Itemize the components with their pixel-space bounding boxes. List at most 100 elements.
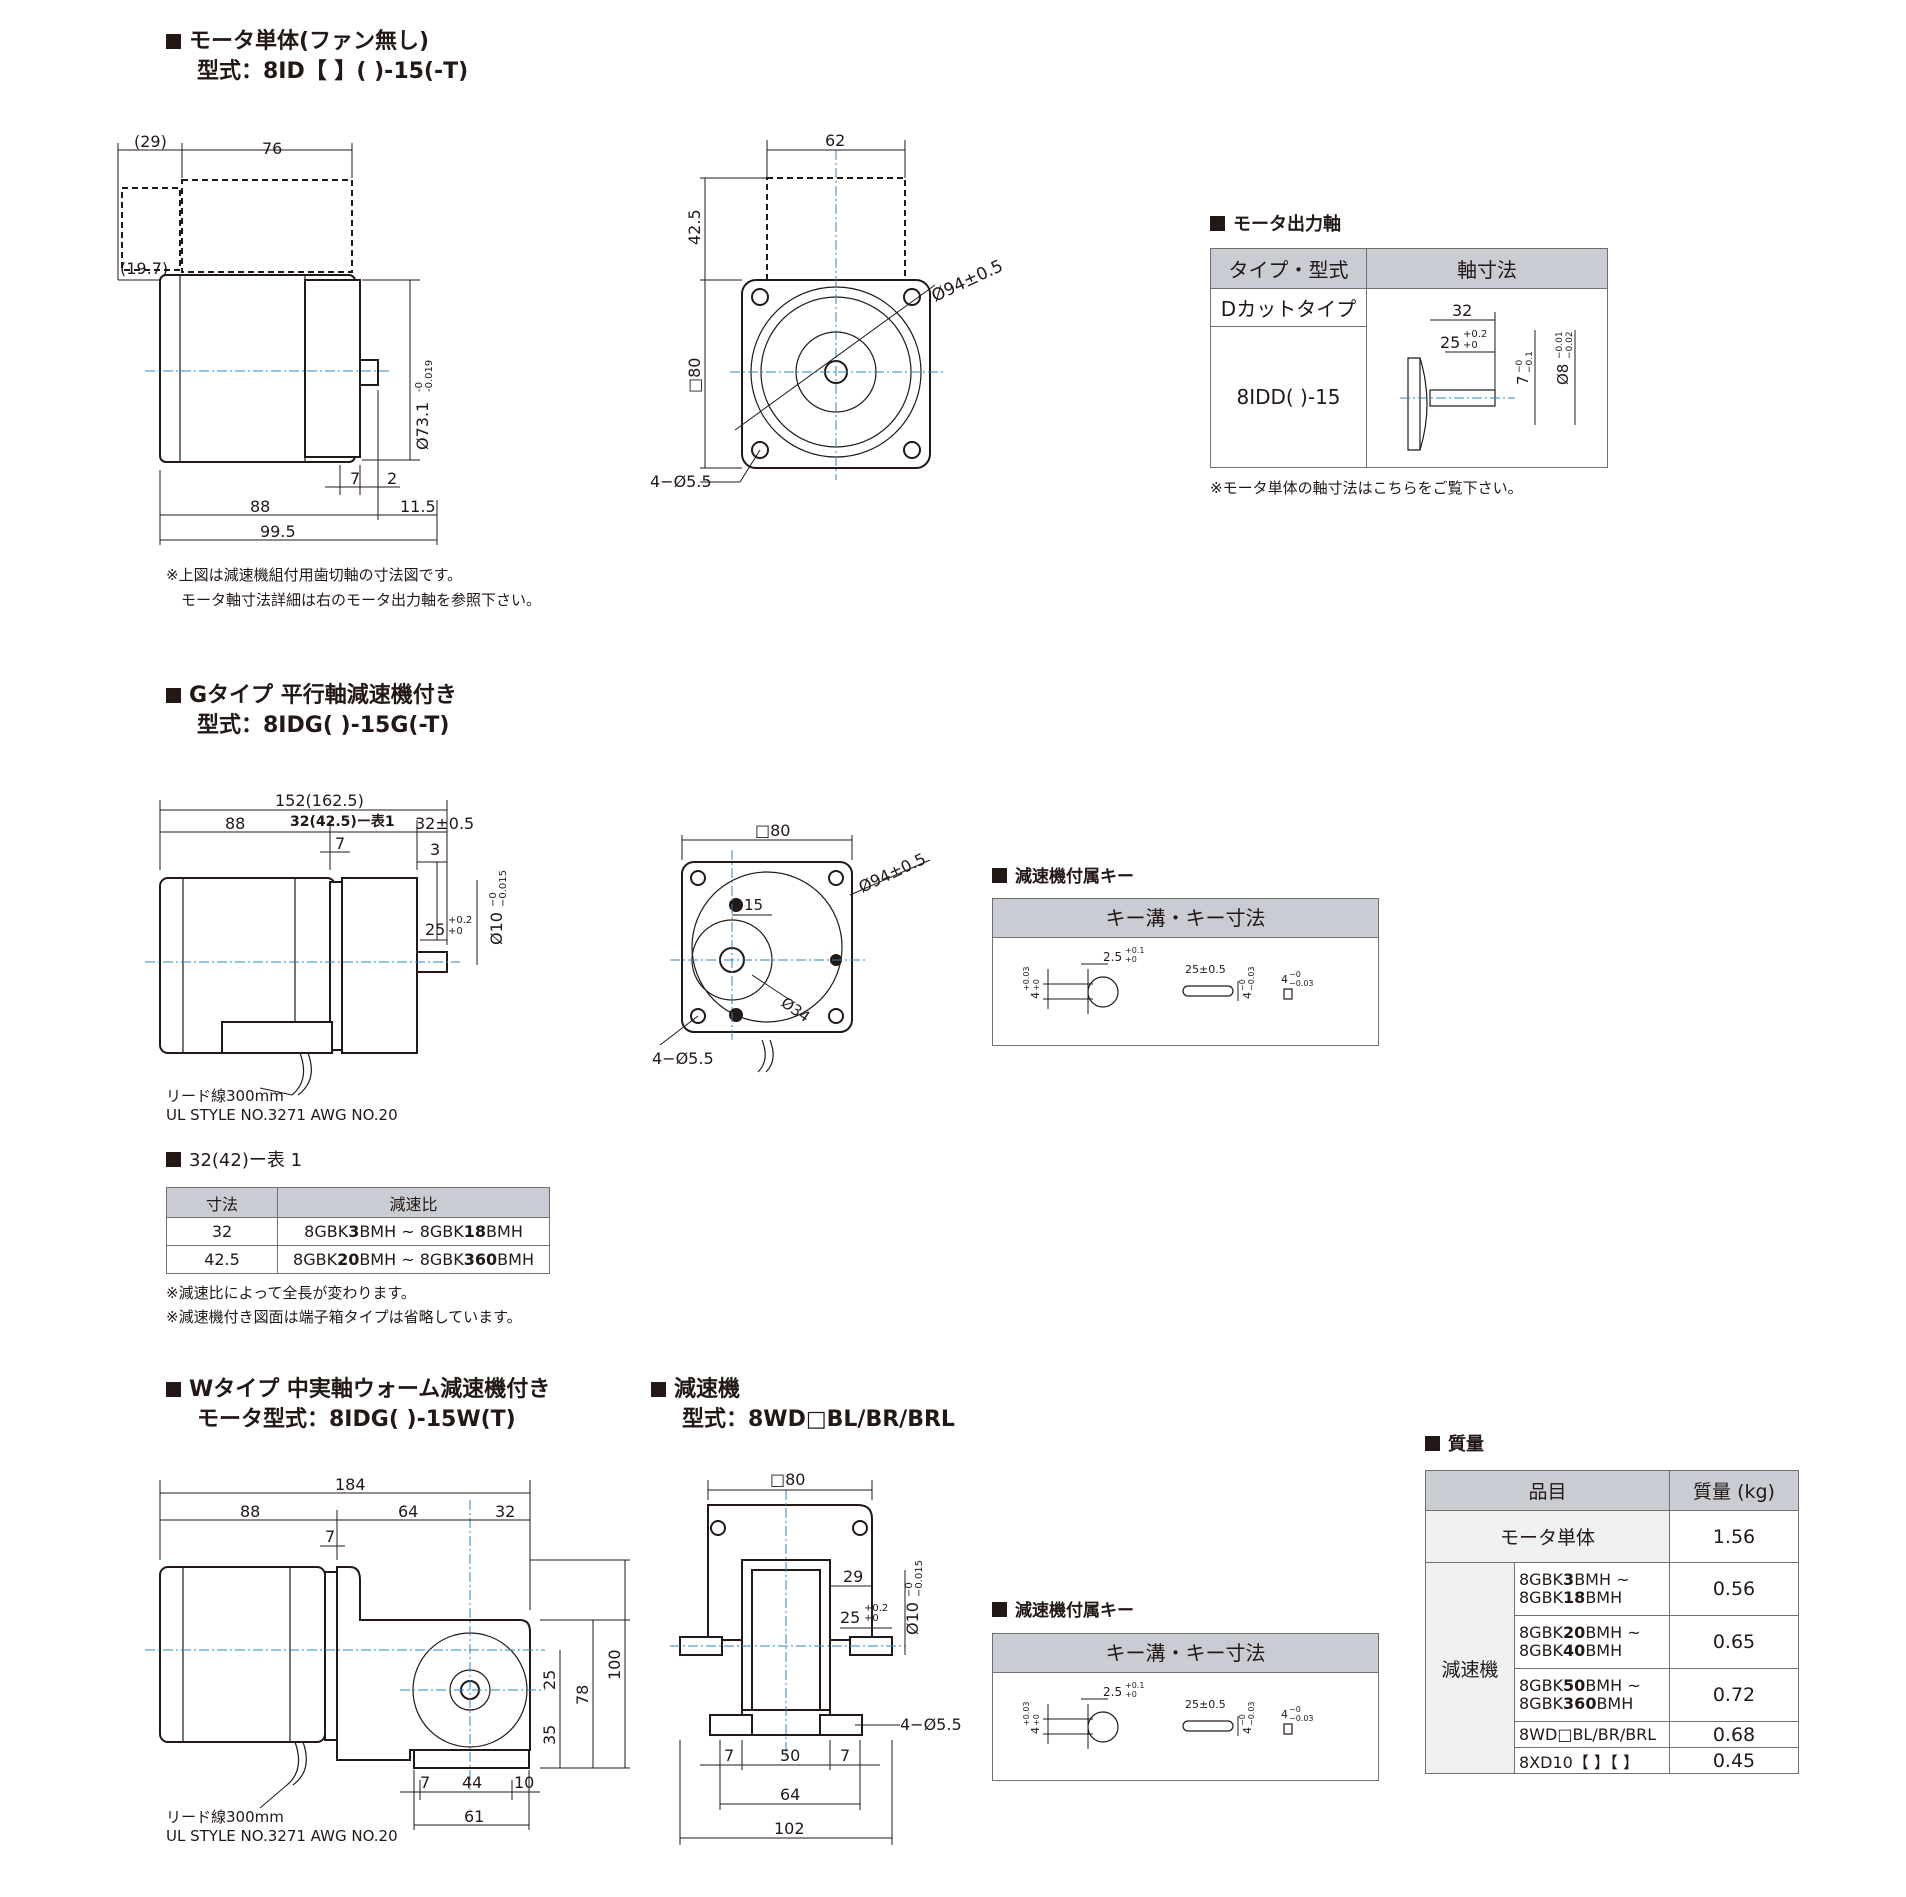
shaft-col-type: タイプ・型式 bbox=[1210, 248, 1367, 289]
r-dim-10-lo: −0.015 bbox=[914, 1560, 925, 1597]
w-lead-wire-2: UL STYLE NO.3271 AWG NO.20 bbox=[166, 1827, 398, 1845]
dim-73-1: Ø73.1 bbox=[413, 402, 432, 450]
g-front-dim-94: Ø94±0.5 bbox=[856, 849, 929, 897]
r-dim-80: □80 bbox=[770, 1470, 805, 1489]
mass-wd-label: 8WD□BL/BR/BRL bbox=[1514, 1721, 1670, 1748]
r-dim-10-up: −0 bbox=[904, 1582, 915, 1597]
mass-xd-value: 0.45 bbox=[1669, 1747, 1799, 1774]
w-motor-body bbox=[159, 1566, 326, 1743]
section-g-model: 型式：8IDG( )-15G(-T) bbox=[197, 713, 450, 738]
section-g-title: Gタイプ 平行軸減速機付き bbox=[166, 682, 457, 710]
dim-19-7: (19.7) bbox=[120, 259, 168, 278]
r-dim-64: 64 bbox=[780, 1785, 800, 1804]
motor-note-1: ※上図は減速機組付用歯切軸の寸法図です。 bbox=[166, 566, 463, 584]
section-reducer-title-text: 減速機 bbox=[674, 1377, 741, 1402]
g-dim-10-up: −0 bbox=[488, 892, 499, 907]
g-dim-32-table: 32(42.5)ー表1 bbox=[290, 813, 395, 830]
square-bullet-icon bbox=[992, 1602, 1007, 1617]
r-dim-102: 102 bbox=[774, 1819, 805, 1838]
t1-col-ratio: 減速比 bbox=[277, 1187, 550, 1218]
g-gearhead bbox=[341, 877, 418, 1054]
g-key-title-text: 減速機付属キー bbox=[1015, 867, 1134, 887]
dim-42-5: 42.5 bbox=[685, 209, 704, 245]
reducer-front-view: □80 29 25 +0.2 +0 Ø10−0−0.015 4−Ø5.5 7 5… bbox=[670, 1470, 962, 1845]
table1-title-text: 32(42)ー表 1 bbox=[189, 1150, 303, 1171]
t1-row1-ratio: 8GBK3BMH ~ 8GBK18BMH bbox=[277, 1217, 550, 1246]
shaft-note: ※モータ単体の軸寸法はこちらをご覧下さい。 bbox=[1210, 479, 1523, 497]
dim-4-5-5: 4−Ø5.5 bbox=[650, 472, 712, 491]
dim-7: 7 bbox=[350, 469, 360, 488]
g-key-drawing: 4+0.03+0 2.5 +0.1 +0 25±0.5 4−0−0.03 4 −… bbox=[1022, 946, 1314, 1014]
w-key-box: キー溝・キー寸法 4+0.03+0 2.5 +0.1 +0 25±0.5 4−0… bbox=[992, 1633, 1379, 1781]
r-dim-4-5-5: 4−Ø5.5 bbox=[900, 1715, 962, 1734]
g-dim-25: 25 bbox=[425, 920, 445, 939]
square-bullet-icon bbox=[166, 34, 181, 49]
section-reducer-title: 減速機 bbox=[651, 1376, 740, 1404]
wk-4: 4 bbox=[1029, 1727, 1042, 1734]
square-bullet-icon bbox=[992, 868, 1007, 883]
mass-row3-label: 8GBK50BMH ~8GBK360BMH bbox=[1514, 1668, 1670, 1722]
table1-note-1: ※減速比によって全長が変わります。 bbox=[166, 1284, 416, 1302]
w-dim-32: 32 bbox=[495, 1502, 515, 1521]
t1-col-dim: 寸法 bbox=[166, 1187, 278, 1218]
wk-2-5-lo: +0 bbox=[1125, 1690, 1137, 1699]
shaft-drawing-cell bbox=[1366, 288, 1608, 468]
w-dim-100: 100 bbox=[605, 1649, 624, 1680]
mass-title-text: 質量 bbox=[1448, 1434, 1484, 1455]
dim-94: Ø94±0.5 bbox=[929, 256, 1007, 306]
square-bullet-icon bbox=[166, 688, 181, 703]
mass-motor-label: モータ単体 bbox=[1425, 1510, 1670, 1563]
w-key-title: 減速機付属キー bbox=[992, 1596, 1134, 1621]
g-dim-88: 88 bbox=[225, 814, 245, 833]
gk-2-5-up: +0.1 bbox=[1125, 946, 1144, 955]
table1-note-2: ※減速機付き図面は端子箱タイプは省略しています。 bbox=[166, 1308, 522, 1326]
g-dim-25-up: +0.2 bbox=[448, 915, 472, 926]
w-dim-10: 10 bbox=[514, 1773, 534, 1792]
g-dim-7: 7 bbox=[335, 834, 345, 853]
gk-25: 25±0.5 bbox=[1185, 963, 1226, 976]
motor-front-view: 62 42.5 □80 Ø94±0.5 4−Ø5.5 bbox=[650, 131, 1006, 491]
wk-4c-up: −0 bbox=[1289, 1705, 1301, 1714]
shaft-row-model: 8IDD( )-15 bbox=[1210, 326, 1367, 468]
w-dim-7: 7 bbox=[325, 1527, 335, 1546]
mass-title: 質量 bbox=[1425, 1430, 1484, 1456]
r-dim-25-up: +0.2 bbox=[864, 1603, 888, 1614]
g-dim-15: 15 bbox=[744, 896, 763, 914]
w-base bbox=[413, 1749, 530, 1769]
mass-wd-value: 0.68 bbox=[1669, 1721, 1799, 1748]
motor-flange bbox=[304, 279, 361, 458]
g-type-front-view: □80 15 Ø94±0.5 Ø34 4−Ø5.5 bbox=[652, 821, 931, 1073]
mass-col-item: 品目 bbox=[1425, 1470, 1670, 1511]
gk-4b: 4 bbox=[1241, 992, 1254, 999]
g-key-box: キー溝・キー寸法 4+0.03+0 2.5 +0.1 +0 25±0.5 4−0… bbox=[992, 898, 1379, 1046]
g-lead-wire-2: UL STYLE NO.3271 AWG NO.20 bbox=[166, 1106, 398, 1124]
section-reducer-model: 型式：8WD□BL/BR/BRL bbox=[682, 1407, 955, 1432]
w-gearhead bbox=[336, 1566, 531, 1761]
w-dim-61: 61 bbox=[464, 1807, 484, 1826]
g-dim-10: Ø10 bbox=[487, 912, 506, 945]
section-g-title-text: Gタイプ 平行軸減速機付き bbox=[189, 683, 457, 708]
motor-side-view: (29) 76 (19.7) Ø73.1 -0 -0.019 7 2 88 11… bbox=[117, 132, 438, 545]
gk-4c: 4 bbox=[1281, 973, 1288, 986]
g-key-title: 減速機付属キー bbox=[992, 862, 1134, 887]
mass-xd-label: 8XD10【 】【 】 bbox=[1514, 1747, 1670, 1774]
wk-4c: 4 bbox=[1281, 1708, 1288, 1721]
shaft-table-title: モータ出力軸 bbox=[1210, 210, 1341, 236]
t1-row1-dim: 32 bbox=[166, 1217, 278, 1246]
dim-62: 62 bbox=[825, 131, 845, 150]
wk-4c-lo: −0.03 bbox=[1289, 1714, 1314, 1723]
w-key-drawing: 4+0.03+0 2.5 +0.1 +0 25±0.5 4−0−0.03 4 −… bbox=[1022, 1681, 1314, 1749]
r-dim-25: 25 bbox=[840, 1608, 860, 1627]
w-key-title-text: 減速機付属キー bbox=[1015, 1601, 1134, 1621]
gk-4-lo: +0 bbox=[1032, 979, 1041, 991]
r-dim-25-lo: +0 bbox=[864, 1613, 879, 1624]
shaft-title-text: モータ出力軸 bbox=[1233, 214, 1341, 235]
mass-row2-value: 0.65 bbox=[1669, 1615, 1799, 1669]
w-key-head: キー溝・キー寸法 bbox=[993, 1634, 1378, 1673]
g-type-side-view: 152(162.5) 88 32(42.5)ー表1 32±0.5 7 3 25 … bbox=[145, 791, 509, 1096]
gk-4b-up: −0 bbox=[1238, 979, 1247, 991]
gk-4: 4 bbox=[1029, 992, 1042, 999]
mass-motor-value: 1.56 bbox=[1669, 1510, 1799, 1563]
